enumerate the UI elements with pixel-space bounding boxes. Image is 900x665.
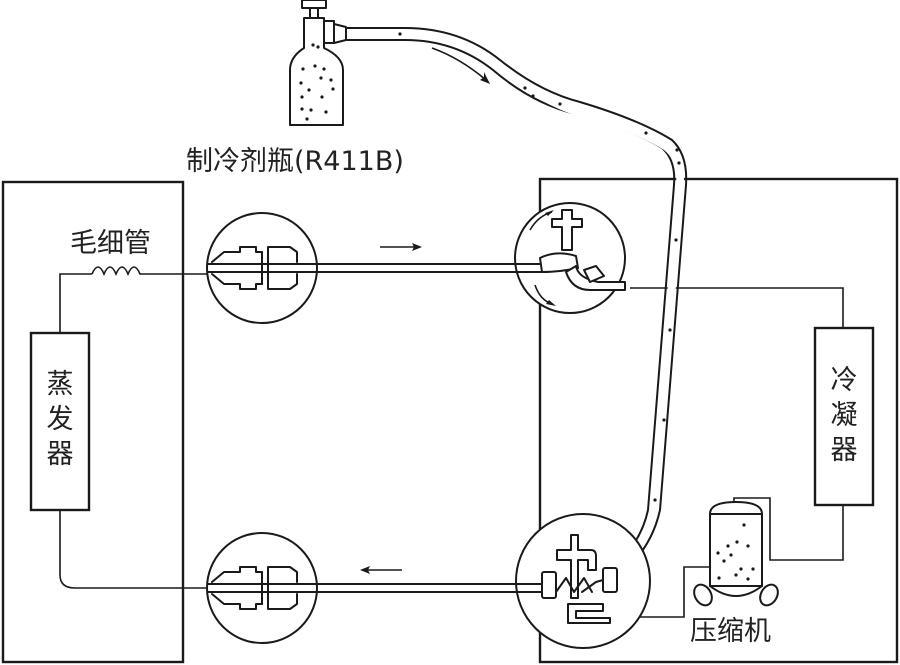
refrigerant-particle (716, 551, 720, 555)
refrigerant-particle (746, 577, 750, 581)
flare-joint-top (206, 212, 318, 324)
condenser-label-2: 凝 (831, 400, 858, 431)
refrigerant-particle (746, 544, 750, 548)
refrigerant-particle (299, 81, 303, 85)
refrigerant-particle (320, 95, 324, 99)
evaporator: 蒸 发 器 (29, 331, 91, 512)
refrigerant-particle (300, 107, 304, 111)
refrigerant-particle (675, 148, 679, 152)
condenser-label-3: 器 (831, 435, 858, 466)
refrigerant-particle (313, 64, 317, 68)
capillary-tube-label: 毛细管 (70, 228, 151, 259)
refrigerant-particle (668, 328, 672, 332)
refrigerant-particle (662, 418, 666, 422)
refrigerant-particle (653, 498, 657, 502)
refrigerant-particle (722, 559, 726, 563)
refrigerant-particle (523, 86, 527, 90)
refrigerant-particle (319, 76, 323, 80)
condenser: 冷 凝 器 (813, 326, 875, 507)
refrigerant-particle (739, 567, 743, 571)
refrigerant-particle (674, 238, 678, 242)
refrigerant-particle (735, 540, 739, 544)
refrigerant-particle (398, 32, 402, 36)
compressor (693, 501, 779, 607)
refrigerant-particle (726, 544, 730, 548)
evaporator-label-3: 器 (47, 439, 74, 470)
refrigerant-particle (324, 110, 328, 114)
refrigerant-bottle-label: 制冷剂瓶(R411B) (186, 146, 404, 177)
evaporator-outlet-pipe (59, 510, 210, 589)
refrigerant-particle (734, 573, 738, 577)
refrigerant-particle (751, 567, 755, 571)
hose-flow-arrow-icon (431, 47, 490, 84)
capillary-tube (59, 266, 210, 334)
refrigerant-particle (301, 67, 305, 71)
charging-hose (344, 27, 688, 583)
liquid-service-valve (514, 202, 626, 314)
refrigerant-bottle (289, 0, 347, 126)
refrigerant-particle (322, 67, 326, 71)
refrigerant-particle (644, 131, 648, 135)
refrigerant-particle (717, 576, 721, 580)
evaporator-label-2: 发 (47, 404, 74, 435)
suction-service-valve (515, 513, 651, 649)
refrigerant-particle (729, 553, 733, 557)
evaporator-label-1: 蒸 (47, 369, 74, 400)
condenser-label-1: 冷 (831, 365, 858, 396)
refrigerant-particle (305, 117, 309, 121)
outdoor-piping (610, 287, 844, 618)
refrigerant-particle (309, 108, 313, 112)
refrigerant-particle (307, 88, 311, 92)
refrigerant-particle (531, 94, 535, 98)
refrigerant-particle (311, 43, 315, 47)
refrigerant-particle (677, 161, 681, 165)
compressor-label: 压缩机 (690, 616, 771, 647)
refrigerant-particle (329, 78, 333, 82)
refrigerant-particle (300, 95, 304, 99)
refrigerant-particle (331, 87, 335, 91)
refrigerant-particle (316, 45, 320, 49)
flow-arrow-left-icon (360, 566, 402, 574)
refrigerant-particle (558, 102, 562, 106)
flow-arrow-right-icon (380, 243, 422, 251)
flare-joint-bottom (206, 532, 318, 644)
refrigerant-particle (742, 523, 746, 527)
